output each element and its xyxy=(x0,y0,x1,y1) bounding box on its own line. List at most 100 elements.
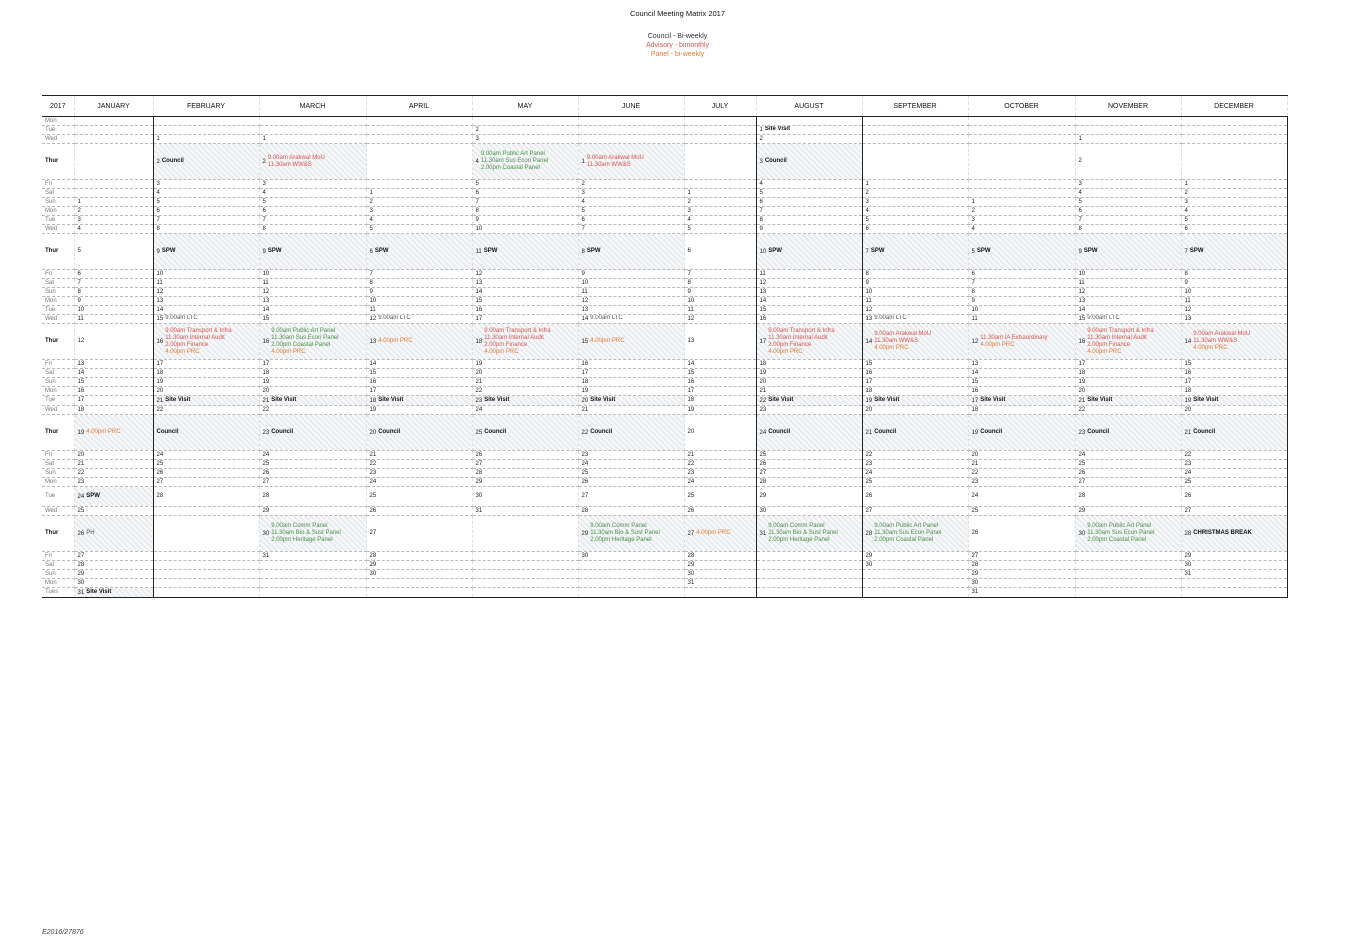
month-header: OCTOBER xyxy=(968,95,1076,117)
date-number: 16 xyxy=(369,378,377,385)
date-number: 3 xyxy=(971,216,975,223)
date-number: 3 xyxy=(759,158,763,165)
date-number: 1 xyxy=(581,159,585,166)
calendar-cell: 27 xyxy=(472,459,579,470)
calendar-cell: 17 xyxy=(472,314,579,325)
calendar-cell: 27 xyxy=(862,506,969,517)
meeting-entry: 9.00am Public Art Panel xyxy=(480,151,545,158)
calendar-cell: 12 xyxy=(756,278,863,289)
date-number: 25 xyxy=(156,460,164,467)
calendar-cell: 18 xyxy=(968,405,1076,416)
date-number: 29 xyxy=(77,570,85,577)
date-number: 2 xyxy=(971,207,975,214)
calendar-cell: 28 xyxy=(153,486,260,508)
weekday-label: Sun xyxy=(42,569,75,580)
calendar-cell: 16 xyxy=(968,386,1076,397)
calendar-cell: 3 xyxy=(472,134,579,145)
calendar-cell: 29 xyxy=(259,506,367,517)
calendar-cell: 25 xyxy=(578,468,685,479)
calendar-cell: 21 xyxy=(578,405,685,416)
date-number: 24 xyxy=(475,406,483,413)
date-number: 23 xyxy=(1078,429,1086,436)
meeting-list: Site Visit xyxy=(874,397,899,404)
date-number: 17 xyxy=(475,315,483,322)
calendar-cell xyxy=(1075,587,1182,599)
calendar-cell: 27 xyxy=(366,515,473,553)
date-number: 11 xyxy=(865,297,872,304)
date-number: 29 xyxy=(1078,507,1086,514)
calendar-cell: 7 xyxy=(578,224,685,235)
calendar-cell: 21 xyxy=(968,459,1076,470)
calendar-cell: 4 xyxy=(1075,188,1182,199)
date-number: 4 xyxy=(262,189,266,196)
meeting-entry: Council xyxy=(378,428,401,435)
calendar-cell: 5 xyxy=(1181,215,1288,226)
calendar-cell xyxy=(472,587,579,599)
weekday-label: Mon xyxy=(42,386,75,397)
calendar-cell: 20 xyxy=(1075,386,1182,397)
calendar-cell: 3 xyxy=(259,179,367,190)
date-number: 6 xyxy=(369,248,373,255)
date-number: 12 xyxy=(77,338,85,345)
meeting-list: SPW xyxy=(871,248,885,255)
calendar-cell xyxy=(756,569,863,580)
meeting-entry: Council xyxy=(1087,428,1110,435)
date-number: 8 xyxy=(971,288,975,295)
meeting-list: Site Visit xyxy=(768,397,793,404)
calendar-cell: 8 xyxy=(862,269,969,280)
date-number: 3 xyxy=(687,207,691,214)
calendar-cell: 31 xyxy=(1181,569,1288,580)
meeting-entry: 9.00am Arakwal MoU xyxy=(586,154,644,161)
calendar-cell: 15 xyxy=(684,368,757,379)
calendar-cell: 2 xyxy=(472,125,579,136)
meeting-entry: 11.30am WW&S xyxy=(874,338,919,345)
weekday-label: Fri xyxy=(42,269,75,280)
date-number: 9 xyxy=(1184,279,1188,286)
meeting-entry: CHRISTMAS BREAK xyxy=(1193,529,1252,536)
calendar-cell xyxy=(153,506,260,517)
meeting-entry: 11.30am WW&S xyxy=(586,161,631,168)
date-number: 8 xyxy=(687,279,691,286)
calendar-cell: 5 xyxy=(259,197,367,208)
month-header: JUNE xyxy=(578,95,685,117)
date-number: 21 xyxy=(475,378,483,385)
calendar-cell: 19 xyxy=(578,386,685,397)
month-header: JANUARY xyxy=(74,95,154,117)
meeting-entry: 9.00am Comm Panel xyxy=(768,523,825,530)
date-number: 16 xyxy=(475,306,483,313)
calendar-cell: 11 xyxy=(1075,278,1182,289)
weekday-label: Sat xyxy=(42,560,75,571)
meeting-entry: 11.30am Internal Audit xyxy=(1087,334,1147,341)
date-number: 4 xyxy=(971,225,975,232)
calendar-cell: 22 xyxy=(472,386,579,397)
date-number: 31 xyxy=(475,507,483,514)
calendar-cell xyxy=(366,179,473,190)
calendar-cell: 13 xyxy=(1181,314,1288,325)
meeting-entry: 9.00am LTC xyxy=(874,315,907,322)
date-number: 13 xyxy=(971,360,979,367)
date-number: 19 xyxy=(262,378,270,385)
date-number: 22 xyxy=(156,406,164,413)
calendar-cell: 12 xyxy=(684,314,757,325)
meeting-entry: Site Visit xyxy=(378,396,404,403)
date-number: 8 xyxy=(865,270,869,277)
date-number: 17 xyxy=(156,360,164,367)
calendar-cell xyxy=(684,116,757,126)
calendar-cell: 23 xyxy=(366,468,473,479)
calendar-cell: 28 xyxy=(472,468,579,479)
calendar-cell: 19 xyxy=(153,377,260,388)
calendar-cell: 11 xyxy=(366,305,473,316)
meeting-entry: Site Visit xyxy=(86,588,112,595)
calendar-cell: 3 xyxy=(1181,197,1288,208)
